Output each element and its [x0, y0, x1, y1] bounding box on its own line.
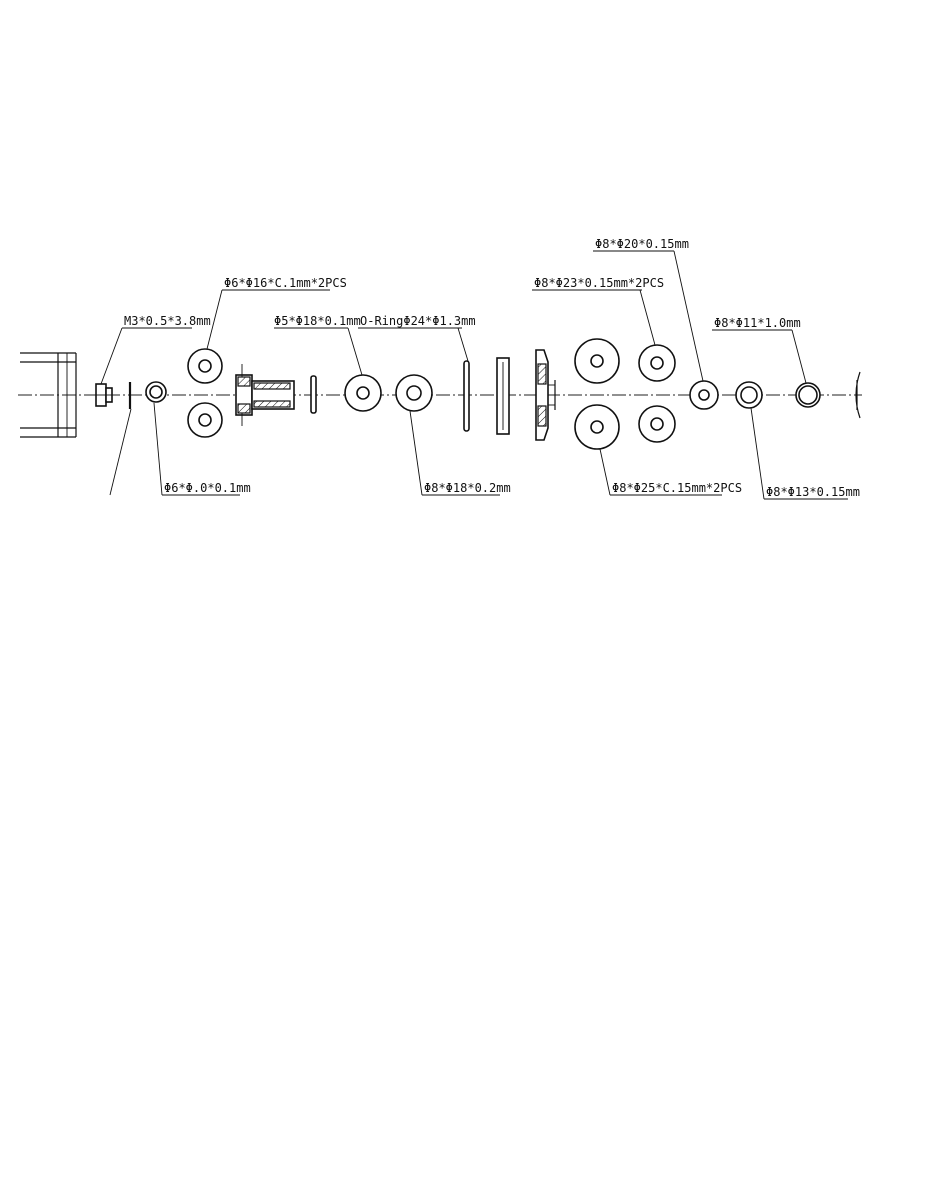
bearing-sleeve: [496, 357, 510, 435]
m3-screw: [95, 383, 113, 407]
label-washer-5-18: Φ5*Φ18*0.1mm: [274, 314, 361, 328]
washer-8-13: [735, 381, 763, 409]
label-washer-8-25: Φ8*Φ25*C.15mm*2PCS: [612, 481, 742, 495]
label-washer-8-11: Φ8*Φ11*1.0mm: [714, 316, 801, 330]
washer-6-10: [145, 381, 167, 403]
label-washer-8-13: Φ8*Φ13*0.15mm: [766, 485, 860, 499]
end-cap: [855, 371, 861, 419]
washer-8-11: [795, 382, 821, 408]
washer-8-20: [689, 380, 719, 410]
spindle-shaft: [235, 364, 295, 426]
label-washer-6-16: Φ6*Φ16*C.1mm*2PCS: [224, 276, 347, 290]
leader-lines: [100, 250, 848, 500]
label-washer-8-18: Φ8*Φ18*0.2mm: [424, 481, 511, 495]
o-ring: [463, 360, 470, 432]
washers-8-25: [574, 338, 620, 450]
housing-tube: [20, 352, 77, 438]
label-m3-screw: M3*0.5*3.8mm: [124, 314, 211, 328]
pulley-hub: [535, 349, 556, 441]
washers-6-16: [187, 348, 223, 438]
label-washer-6-10: Φ6*Φ.0*0.1mm: [164, 481, 251, 495]
small-ring: [310, 375, 317, 414]
washer-5-18: [344, 374, 382, 412]
washer-8-18: [395, 374, 433, 412]
washers-8-23: [638, 344, 676, 443]
label-washer-8-23: Φ8*Φ23*0.15mm*2PCS: [534, 276, 664, 290]
label-o-ring: O-RingΦ24*Φ1.3mm: [360, 314, 476, 328]
label-washer-8-20: Φ8*Φ20*0.15mm: [595, 237, 689, 251]
